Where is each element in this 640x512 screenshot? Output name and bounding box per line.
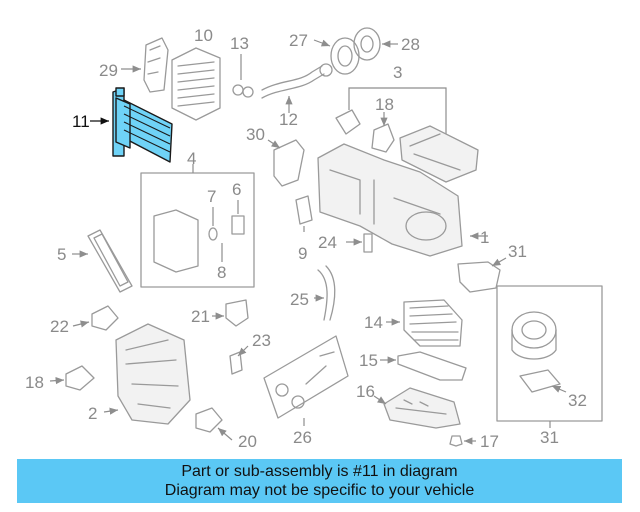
bolt-part-24 [346,233,373,253]
oring-part-13 [232,54,254,98]
duct-part-3 [399,125,479,183]
clip-part-17 [449,435,476,447]
callout-18-lower: 18 [25,373,44,392]
svg-text:22: 22 [50,317,69,336]
svg-text:4: 4 [187,149,196,168]
svg-text:5: 5 [57,245,66,264]
bracket-part-21 [212,299,249,327]
svg-text:13: 13 [230,34,249,53]
callout-20: 22 [50,317,69,336]
pipe-part-12 [261,63,333,113]
callout-18-upper: 18 [375,95,394,114]
hose-part-25 [314,265,336,321]
callout-3: 3 [348,63,447,140]
actuator-part-18-lower [49,365,95,391]
svg-text:15: 15 [359,351,378,370]
callout-30: 31 [508,242,527,261]
svg-text:7: 7 [207,187,216,206]
sensor-part-9 [295,195,313,232]
callout-26: 27 [289,31,308,50]
svg-text:9: 9 [298,244,307,263]
svg-text:27: 27 [289,31,308,50]
svg-text:25: 25 [290,290,309,309]
gasket-part-27 [353,27,398,61]
svg-text:31: 31 [508,242,527,261]
svg-text:21: 21 [191,307,210,326]
callout-21: 21 [191,307,210,326]
callout-1: 1 [480,228,489,247]
svg-text:20: 20 [238,432,257,451]
strip-part-15 [380,351,467,381]
callout-27: 28 [401,35,420,54]
callout-9: 9 [298,244,307,263]
callout-13: 13 [230,34,249,53]
svg-text:14: 14 [364,313,383,332]
callout-17: 17 [480,432,499,451]
svg-text:18: 18 [375,95,394,114]
callout-10: 10 [194,26,213,45]
svg-text:29: 29 [99,61,118,80]
sensor-part-23 [229,345,249,375]
callout-29: 30 [246,125,265,144]
callout-5: 5 [57,245,66,264]
blower-group-part-31 [496,285,603,428]
svg-text:12: 12 [279,110,298,129]
callout-23: 23 [252,331,271,350]
svg-text:24: 24 [318,233,337,252]
callout-4: 4 [187,149,196,168]
callout-14: 14 [364,313,383,332]
svg-text:6: 6 [232,180,241,199]
filter-frame-part-5 [72,229,133,293]
svg-text:2: 2 [88,404,97,423]
svg-text:17: 17 [480,432,499,451]
kit-part-22 [263,335,349,426]
bracket-part-28 [143,37,169,93]
parts-diagram: 11 29 10 13 12 27 [25,26,603,451]
callout-7: 7 [207,187,216,206]
callout-6: 6 [232,180,241,199]
svg-text:16: 16 [356,382,375,401]
actuator-part-19 [195,407,233,441]
filter-part-10 [171,47,221,121]
bracket-part-30 [457,257,507,293]
tray-part-16 [373,387,461,429]
callout-28: 29 [99,61,141,80]
svg-text:18: 18 [25,373,44,392]
svg-text:3: 3 [393,63,402,82]
svg-text:23: 23 [252,331,271,350]
svg-text:10: 10 [194,26,213,45]
callout-19: 20 [238,432,257,451]
callout-16: 16 [356,382,375,401]
info-banner: Part or sub-assembly is #11 in diagram D… [17,459,622,503]
heater-core-part-11[interactable] [112,87,173,163]
svg-text:28: 28 [401,35,420,54]
banner-line-2: Diagram may not be specific to your vehi… [164,482,475,499]
svg-text:31: 31 [540,428,559,447]
actuator-part-18-upper [371,112,395,153]
callout-11: 11 [72,112,109,131]
hvac-housing-part-1 [317,143,488,257]
svg-text:32: 32 [568,391,587,410]
svg-text:26: 26 [293,428,312,447]
svg-text:8: 8 [217,263,226,282]
evaporator-group-part-4 [140,164,255,288]
svg-text:1: 1 [480,228,489,247]
actuator-small-part [335,109,361,135]
svg-text:11: 11 [72,112,90,131]
filter-part-14 [386,299,463,347]
callout-32: 32 [568,391,587,410]
callout-2: 2 [88,404,97,423]
callout-22: 26 [293,428,312,447]
callout-24: 24 [318,233,337,252]
callout-31: 31 [540,428,559,447]
callout-8: 8 [217,263,226,282]
bracket-part-29 [267,139,305,187]
callout-25: 25 [290,290,309,309]
callout-15: 15 [359,351,378,370]
housing-part-2 [103,323,191,425]
actuator-part-20 [72,305,119,331]
svg-text:30: 30 [246,125,265,144]
banner-line-1: Part or sub-assembly is #11 in diagram [181,463,458,480]
callout-12: 12 [279,110,298,129]
